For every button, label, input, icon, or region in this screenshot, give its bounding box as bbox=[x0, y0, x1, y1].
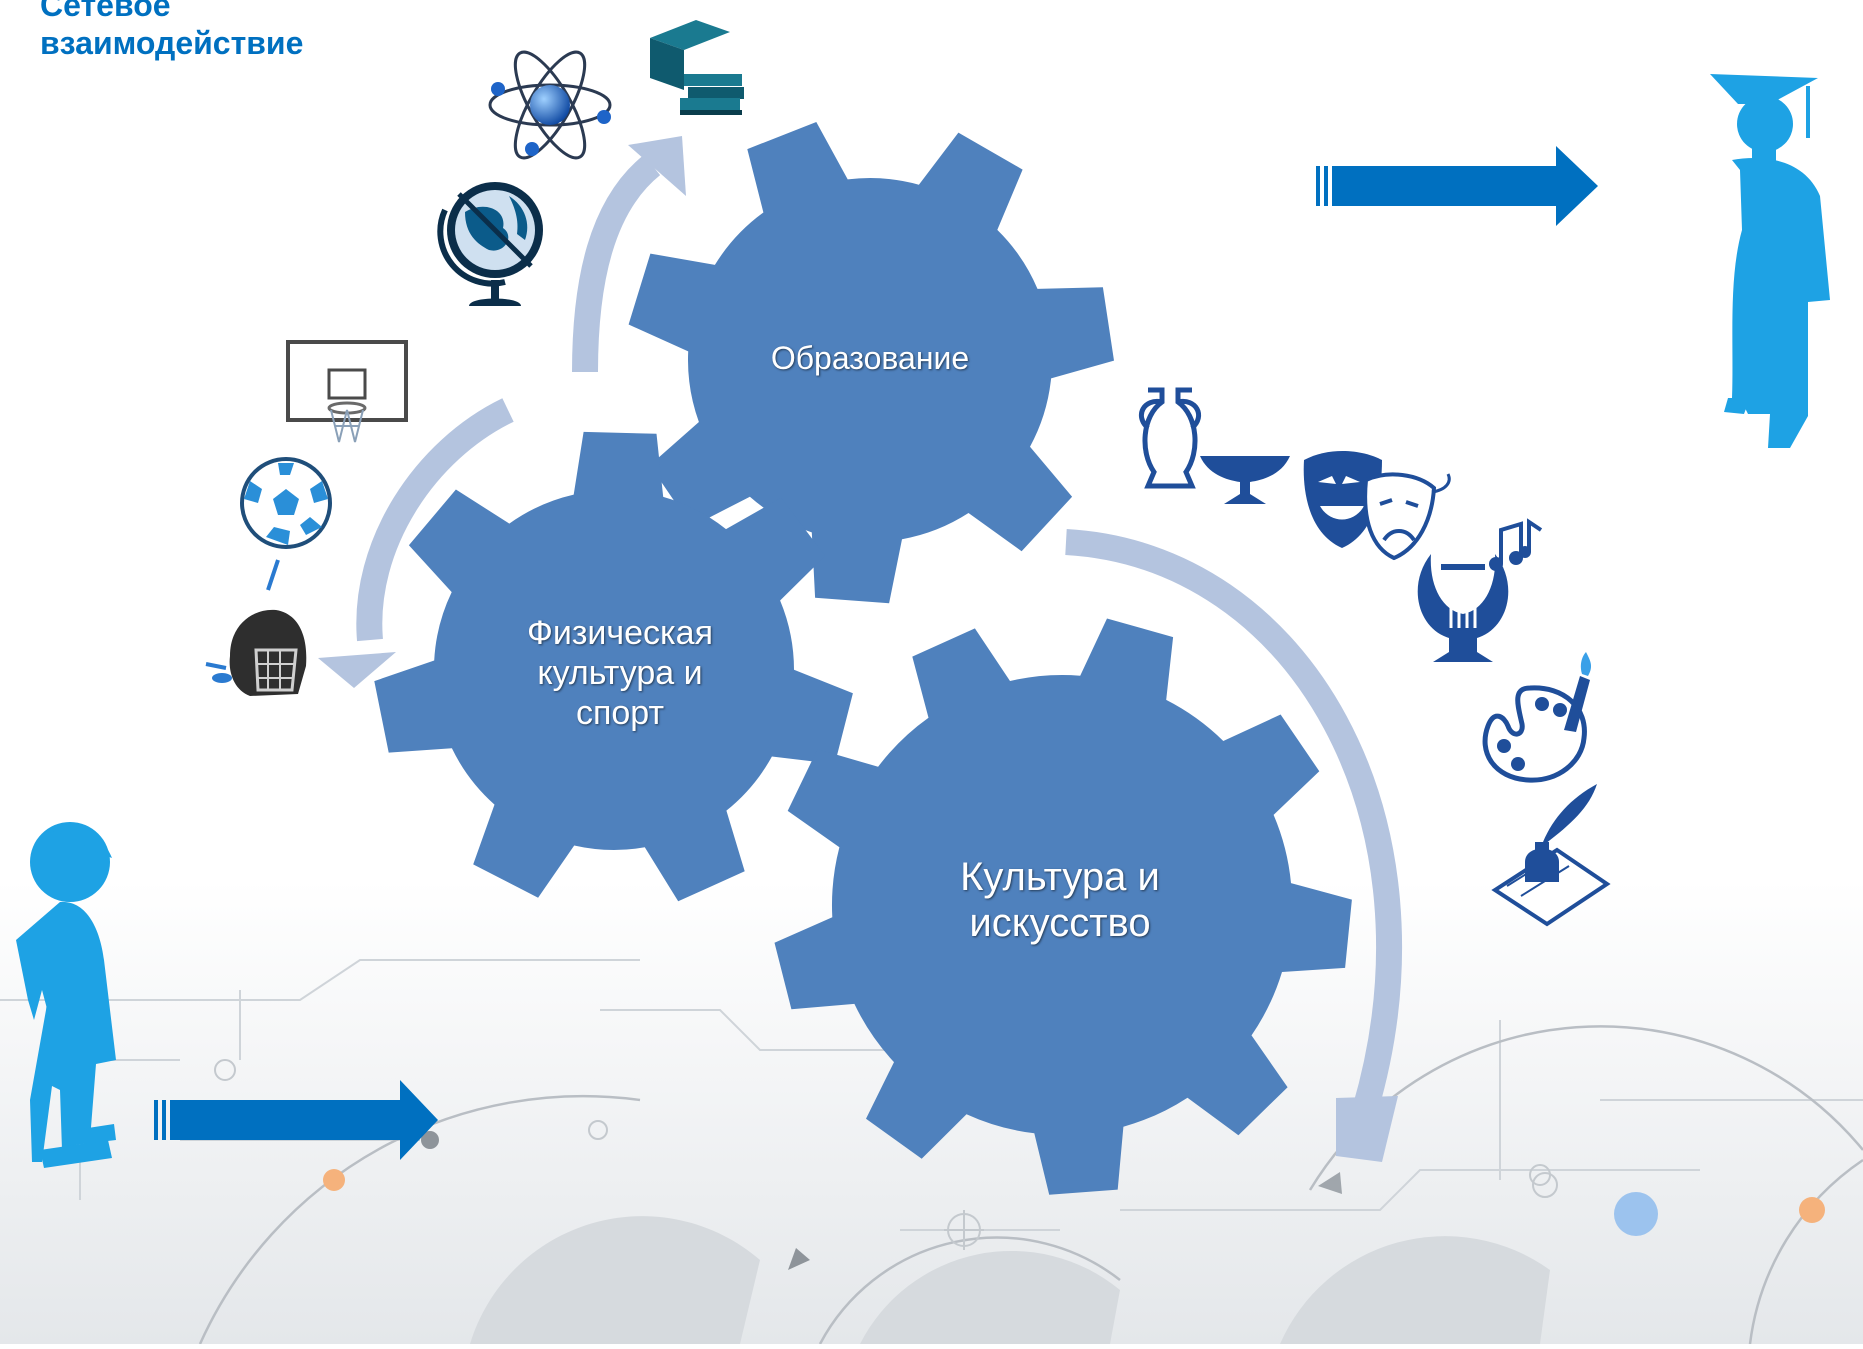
gear-label-education: Образование bbox=[770, 340, 970, 376]
lyre-icon bbox=[1417, 518, 1543, 662]
globe-icon bbox=[437, 182, 543, 306]
slide-title-line-2: взаимодействие bbox=[40, 25, 304, 61]
graduate-silhouette-icon bbox=[1710, 74, 1830, 448]
child-silhouette-icon bbox=[16, 822, 116, 1168]
slide-title-line-1: Сетевое bbox=[40, 0, 171, 23]
basketball-hoop-icon bbox=[286, 340, 408, 443]
soccer-ball-icon bbox=[240, 457, 332, 549]
gear-education bbox=[628, 122, 1114, 604]
cycle-arrow-top bbox=[572, 154, 661, 373]
gear-label-sport: Физическая культура и спорт bbox=[527, 614, 713, 732]
palette-icon bbox=[1482, 652, 1592, 783]
slide-title: Сетевое взаимодействие bbox=[40, 0, 303, 62]
cycle-arrowhead-left bbox=[318, 652, 396, 688]
atom-icon bbox=[488, 50, 612, 160]
gears bbox=[374, 122, 1352, 1195]
cycle-arrows bbox=[356, 154, 1403, 1114]
amphora-icon bbox=[1139, 387, 1290, 504]
gear-label-culture: Культура и искусство bbox=[960, 855, 1160, 945]
cycle-arrowhead-right bbox=[1336, 1096, 1398, 1162]
theatre-masks-icon bbox=[1303, 450, 1451, 561]
cycle-arrow-left bbox=[356, 398, 514, 642]
books-icon bbox=[650, 20, 744, 115]
hockey-helmet-icon bbox=[205, 559, 307, 696]
cycle-arrow-right bbox=[1065, 529, 1403, 1114]
gear-sport bbox=[374, 431, 853, 902]
gear-culture bbox=[774, 618, 1352, 1195]
flow-arrow-top-right bbox=[1316, 146, 1598, 226]
flow-arrow-bottom-left bbox=[154, 1080, 438, 1160]
quill-inkwell-icon bbox=[1491, 784, 1611, 927]
cycle-arrowhead-top bbox=[628, 136, 686, 196]
